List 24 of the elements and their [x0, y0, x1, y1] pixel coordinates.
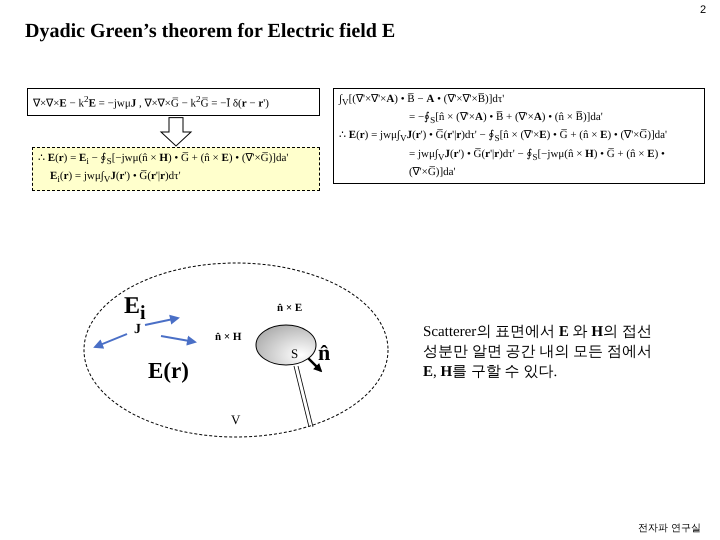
- field-label: E$_{i}$: [124, 293, 146, 324]
- vector-label: n̂ × E: [277, 302, 302, 314]
- block-arrow: [160, 117, 192, 147]
- equation: ∴ E(r) = jwμ∫$_{V}$J(r') • G̅(r'|r)dτ' − ∮$_{S}$[n̂ × (∇'×E) • G̅ + (n̂ × E) • (∇'×G̅)]da': [339, 128, 668, 146]
- volume-ellipse: [83, 262, 389, 438]
- explanation-text: Scatterer의 표면에서 E 와 H의 접선 성분만 알면 공간 내의 모든 점에서 E, H를 구할 수 있다.: [423, 323, 653, 382]
- equation-box: [333, 88, 705, 184]
- equation: ∇×∇×E − k$^{2}$E = −jwμJ , ∇×∇×G̅ − k$^{2}$G̅ = −Ī δ(r − r'): [33, 93, 270, 112]
- equation: E$_{i}$(r) = jwμ∫$_{V}$J(r') • G̅(r'|r)dτ': [49, 169, 182, 186]
- lab-name: 전자파 연구실: [638, 522, 702, 535]
- equation: ∫$_{V}$[(∇'×∇'×A) • B̅ − A • (∇'×∇'×B̅)]dτ': [339, 92, 506, 110]
- normal-label: n̂: [318, 340, 330, 366]
- vector-label: n̂ × H: [215, 331, 242, 343]
- source-label: J: [134, 322, 141, 338]
- equation: ∴ E(r) = E$_{i}$ − ∮$_{S}$[−jwμ(n̂ × H) • G̅ + (n̂ × E) • (∇'×G̅)]da': [38, 151, 290, 168]
- equation: = jwμ∫$_{V}$J(r') • G̅(r'|r)dτ' − ∮$_{S}$[−jwμ(n̂ × H) • G̅ + (n̂ × E) • (∇'×G̅)]da': [408, 146, 666, 180]
- page-number: 2: [700, 4, 706, 16]
- field-label: E(r): [148, 358, 189, 384]
- equation-box: [32, 147, 320, 192]
- equation: = −∮$_{S}$[n̂ × (∇'×A) • B̅ + (∇'×A) • (n̂ × B̅)]da': [408, 110, 604, 128]
- region-label: V: [231, 412, 240, 428]
- region-label: S: [291, 346, 298, 362]
- title: Dyadic Green’s theorem for Electric field E: [25, 20, 396, 43]
- equation-box: [27, 88, 320, 116]
